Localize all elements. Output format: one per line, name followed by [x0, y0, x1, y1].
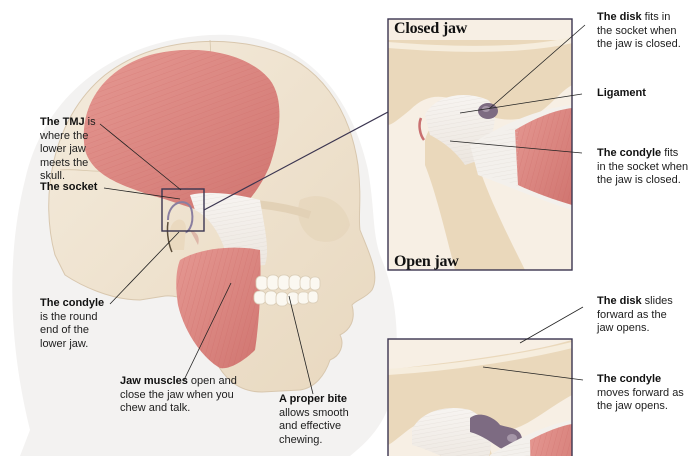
label-proper-bite: A proper bite allows smooth and effectiv… — [279, 393, 349, 446]
label-closed-disk: The disk fits in the socket when the jaw… — [597, 11, 681, 50]
label-condyle: The condyle is the round end of the lowe… — [40, 297, 105, 350]
closed-jaw-panel — [387, 18, 573, 271]
closed-jaw-title: Closed jaw — [394, 20, 468, 37]
open-jaw-title: Open jaw — [394, 253, 459, 270]
label-open-disk: The disk slides forward as the jaw opens… — [597, 295, 673, 334]
label-socket: The socket — [40, 181, 98, 193]
label-open-condyle: The condyle moves forward as the jaw ope… — [597, 373, 684, 412]
label-jaw-muscles: Jaw muscles open and close the jaw when … — [120, 375, 237, 414]
zoom-connector — [203, 111, 389, 211]
masseter-muscle — [176, 247, 261, 369]
label-closed-ligament: Ligament — [597, 87, 646, 99]
open-jaw-panel — [387, 338, 573, 456]
label-closed-condyle: The condyle fits in the socket when the … — [597, 147, 689, 186]
label-tmj: The TMJ is where the lower jaw meets the… — [40, 116, 96, 182]
teeth — [253, 274, 321, 307]
leader-lines — [99, 24, 586, 395]
temporalis-muscle — [83, 49, 280, 268]
